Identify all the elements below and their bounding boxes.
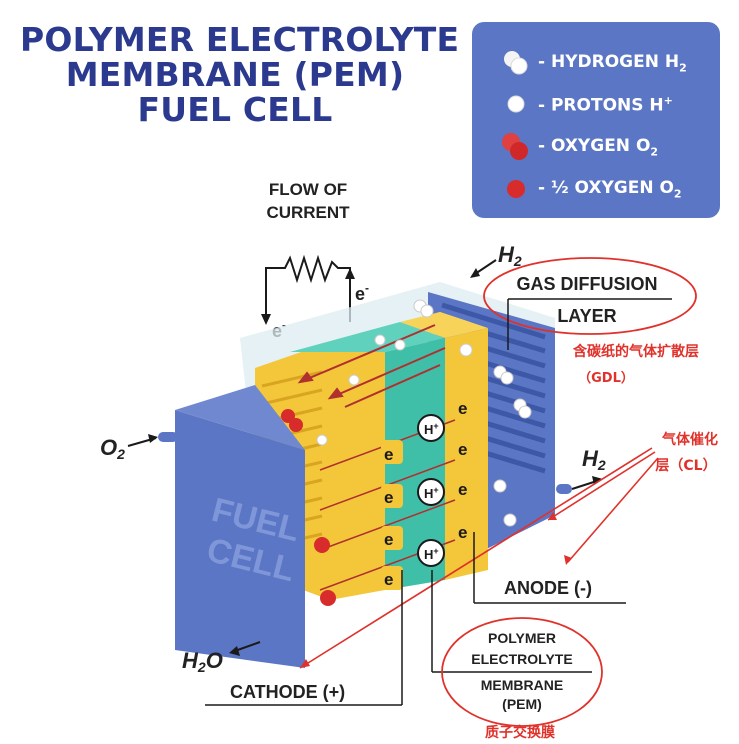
legend-label-hydrogen: - HYDROGEN H2 <box>538 52 687 75</box>
legend-item-protons: - PROTONS H+ <box>472 90 720 120</box>
gdl-label-line-2: LAYER <box>557 306 616 326</box>
legend-panel: - HYDROGEN H2 - PROTONS H+ - OXYGEN O2 -… <box>472 22 720 218</box>
gas-diffusion-layer-callout: GAS DIFFUSION LAYER 含碳纸的气体扩散层 （GDL） <box>483 257 699 386</box>
half-oxygen-icon <box>507 180 525 198</box>
svg-text:H2: H2 <box>582 446 606 473</box>
hydrogen-particles <box>316 299 532 527</box>
svg-text:H2: H2 <box>498 242 522 269</box>
title-line-3: FUEL CELL <box>137 90 333 129</box>
catalyst-layer-callout: 气体催化 层（CL） <box>299 431 718 669</box>
flow-of-current-line-1: FLOW OF <box>269 180 347 199</box>
electron-marker: e <box>458 440 467 459</box>
hydrogen-inlet-top: H2 <box>470 242 522 278</box>
svg-text:ANODE (-): ANODE (-) <box>504 578 592 598</box>
legend-label-protons: - PROTONS H+ <box>538 94 673 116</box>
hydrogen-molecule-icon <box>504 51 528 75</box>
oxygen-molecule-icon <box>502 133 528 160</box>
title-line-1: POLYMER ELECTROLYTE <box>20 20 460 59</box>
svg-text:MEMBRANE: MEMBRANE <box>481 677 563 693</box>
legend-item-oxygen: - OXYGEN O2 <box>472 132 720 162</box>
svg-text:H+: H+ <box>424 546 439 562</box>
svg-text:(PEM): (PEM) <box>502 696 542 712</box>
cathode-electrons: e e e e <box>381 440 403 590</box>
cathode-end-plate: FUEL CELL <box>158 385 305 668</box>
legend-label-half-oxygen: - ½ OXYGEN O2 <box>538 178 682 201</box>
hydrogen-outlet-right: H2 <box>571 446 606 490</box>
svg-text:H+: H+ <box>424 421 439 437</box>
anode-label: ANODE (-) <box>473 532 626 604</box>
electron-marker: e <box>458 399 467 418</box>
legend-item-half-oxygen: - ½ OXYGEN O2 <box>472 174 720 204</box>
electron-marker: e <box>384 445 393 464</box>
top-flow-arrows <box>297 324 446 408</box>
flow-of-current-line-2: CURRENT <box>266 203 350 222</box>
svg-text:ELECTROLYTE: ELECTROLYTE <box>471 651 572 667</box>
legend-label-oxygen: - OXYGEN O2 <box>538 136 659 159</box>
legend-item-hydrogen: - HYDROGEN H2 <box>472 48 720 78</box>
membrane-protons: H+ H+ H+ <box>417 414 445 567</box>
svg-text:CATHODE (+): CATHODE (+) <box>230 682 345 702</box>
electron-marker: e <box>458 523 467 542</box>
electron-marker: e <box>384 530 393 549</box>
oxygen-inlet: O2 <box>100 434 158 462</box>
pem-chinese-label: 质子交换膜 <box>485 724 555 741</box>
external-circuit <box>261 254 355 325</box>
svg-text:H2O: H2O <box>182 648 223 675</box>
svg-text:H+: H+ <box>424 485 439 501</box>
cathode-label: CATHODE (+) <box>205 570 403 706</box>
electron-marker: e <box>458 480 467 499</box>
gdl-label-line-1: GAS DIFFUSION <box>516 274 657 294</box>
electron-marker: e <box>384 570 393 589</box>
proton-icon <box>507 95 525 113</box>
cl-chinese-line-2: 层（CL） <box>655 458 716 474</box>
circuit-electron-right: e- <box>355 281 369 304</box>
title-line-2: MEMBRANE (PEM) <box>65 55 405 94</box>
svg-text:O2: O2 <box>100 435 125 462</box>
proton-marker: H+ <box>417 478 445 506</box>
pem-callout: POLYMER ELECTROLYTE MEMBRANE (PEM) 质子交换膜 <box>431 570 603 741</box>
anode-electrons: e e e e <box>458 399 467 542</box>
anode-catalyst-layer <box>445 328 488 580</box>
page-title: POLYMER ELECTROLYTE MEMBRANE (PEM) FUEL … <box>20 20 460 129</box>
cl-chinese-line-1: 气体催化 <box>661 431 718 448</box>
gdl-chinese-label: 含碳纸的气体扩散层 <box>573 343 699 360</box>
water-outlet: H2O <box>182 641 261 675</box>
proton-marker: H+ <box>417 414 445 442</box>
gdl-chinese-abbrev: （GDL） <box>578 370 634 386</box>
proton-marker: H+ <box>417 539 445 567</box>
svg-text:POLYMER: POLYMER <box>488 630 556 646</box>
electron-marker: e <box>384 488 393 507</box>
